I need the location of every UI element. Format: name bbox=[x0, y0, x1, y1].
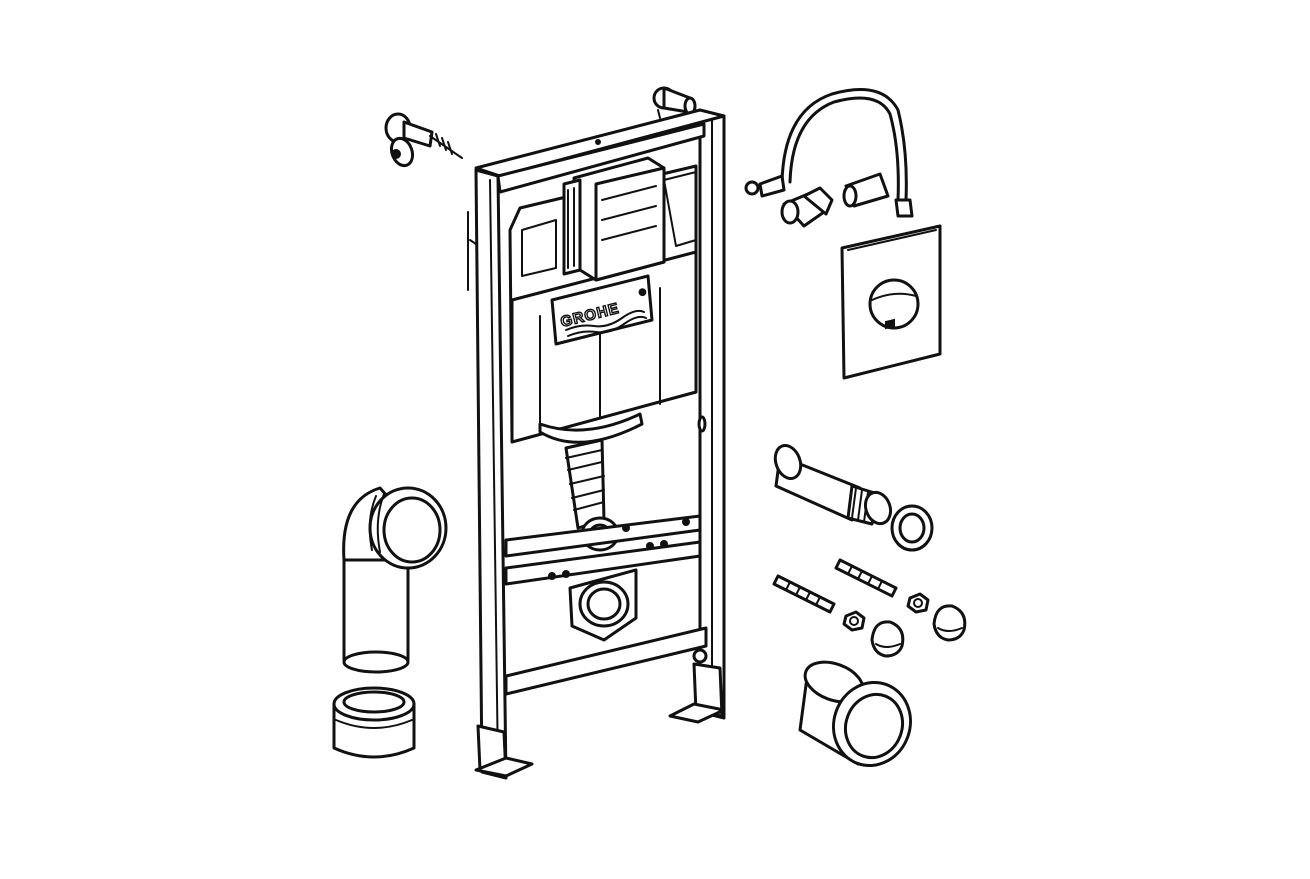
valve-nut bbox=[842, 172, 890, 208]
sleeve-coupling bbox=[332, 686, 416, 759]
cap-nut-upper bbox=[932, 604, 967, 642]
cap-nut-lower bbox=[870, 620, 905, 658]
concealed-cistern: GROHE ® bbox=[508, 156, 698, 444]
brand-plate: GROHE ® bbox=[550, 274, 654, 346]
seal-ring bbox=[890, 504, 934, 552]
flush-pipe-connector bbox=[773, 444, 893, 526]
drain-bend bbox=[342, 486, 448, 674]
wall-anchor-bolt bbox=[384, 112, 463, 168]
threaded-stud-lower bbox=[772, 574, 836, 614]
brand-registered-mark: ® bbox=[638, 286, 648, 298]
flush-plate bbox=[840, 224, 942, 380]
bowl-bracket bbox=[568, 568, 638, 642]
hex-nut-lower bbox=[842, 610, 866, 632]
frame-foot-left bbox=[474, 724, 534, 778]
hex-nut-upper bbox=[906, 592, 930, 614]
flexible-water-hose bbox=[744, 88, 914, 218]
mounting-frame: GROHE ® bbox=[467, 86, 726, 780]
frame-foot-right bbox=[668, 648, 726, 724]
angle-valve bbox=[780, 186, 834, 228]
frame-top-anchor bbox=[652, 86, 697, 119]
threaded-stud-upper bbox=[834, 558, 898, 598]
bowl-connector-sleeve bbox=[798, 660, 912, 768]
